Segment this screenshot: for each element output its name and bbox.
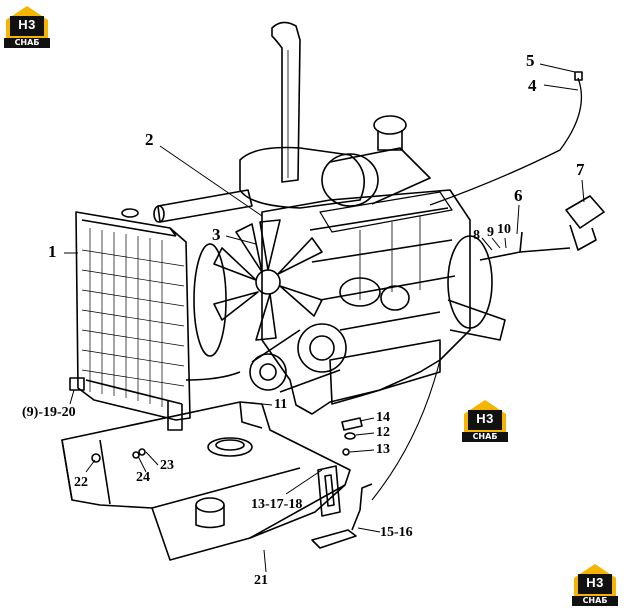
callout-13-17-18: 13-17-18 — [251, 497, 303, 512]
callout-23: 23 — [160, 458, 174, 473]
flywheel-housing — [447, 235, 493, 329]
logo-subtext: CHAБ — [4, 38, 50, 48]
logo-house-icon — [574, 564, 616, 596]
logo-text: H3 — [586, 575, 604, 590]
oil-pan — [329, 339, 441, 405]
callout-10: 10 — [497, 222, 511, 237]
brand-logo: H3 CHAБ — [4, 4, 50, 48]
callout-22: 22 — [74, 475, 88, 490]
logo-house-icon — [464, 400, 506, 432]
pedal — [311, 529, 357, 549]
logo-text: H3 — [18, 17, 36, 32]
callout-8: 8 — [473, 228, 480, 243]
crank-pulley — [297, 323, 347, 373]
callout-7: 7 — [576, 160, 585, 179]
intake-pipe — [157, 189, 253, 223]
callout-9: 9 — [487, 225, 494, 240]
exhaust-pipe — [271, 21, 301, 183]
mounting-frame — [61, 401, 351, 561]
callout-4: 4 — [528, 76, 537, 95]
logo-house-icon — [6, 6, 48, 38]
callout-2: 2 — [145, 130, 154, 149]
callout-6: 6 — [514, 186, 523, 205]
callout-11: 11 — [274, 397, 288, 412]
logo-subtext: CHAБ — [572, 596, 618, 606]
muffler — [239, 146, 366, 209]
accelerator-pedal — [565, 195, 605, 229]
callout-9-19-20: (9)-19-20 — [22, 405, 76, 420]
logo-subtext: CHAБ — [462, 432, 508, 442]
brand-logo: H3 CHAБ — [462, 398, 508, 442]
callout-24: 24 — [136, 470, 150, 485]
callout-12: 12 — [376, 425, 390, 440]
callout-3: 3 — [212, 225, 221, 244]
air-cleaner — [321, 153, 379, 207]
callout-21: 21 — [254, 573, 268, 588]
filler-cap — [207, 437, 253, 457]
callout-13: 13 — [376, 442, 390, 457]
callout-14: 14 — [376, 410, 390, 425]
alternator — [249, 353, 287, 391]
cooling-fan — [213, 219, 323, 341]
engine-block — [261, 189, 471, 415]
logo-text: H3 — [476, 411, 494, 426]
callout-15-16: 15-16 — [380, 525, 413, 540]
radiator — [75, 211, 191, 421]
throttle-cable — [429, 77, 582, 206]
callout-1: 1 — [48, 242, 57, 261]
brand-logo: H3 CHAБ — [572, 562, 618, 606]
callout-5: 5 — [526, 51, 535, 70]
